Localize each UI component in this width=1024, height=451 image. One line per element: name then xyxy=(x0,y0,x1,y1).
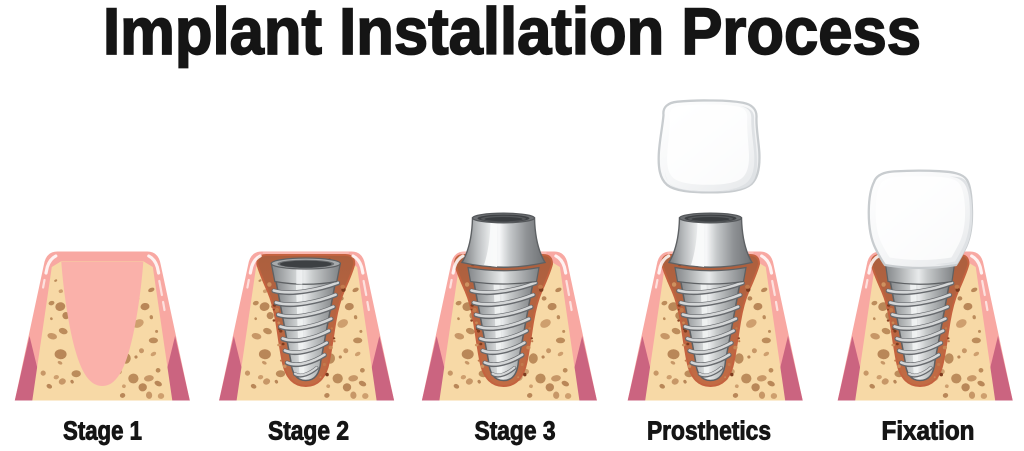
svg-text:Stage 2: Stage 2 xyxy=(268,416,349,446)
svg-text:Implant Installation Process: Implant Installation Process xyxy=(103,0,921,68)
svg-text:Stage 1: Stage 1 xyxy=(63,416,142,446)
svg-text:Stage 3: Stage 3 xyxy=(475,416,556,446)
svg-text:Prosthetics: Prosthetics xyxy=(647,416,771,446)
svg-text:Fixation: Fixation xyxy=(882,416,975,446)
